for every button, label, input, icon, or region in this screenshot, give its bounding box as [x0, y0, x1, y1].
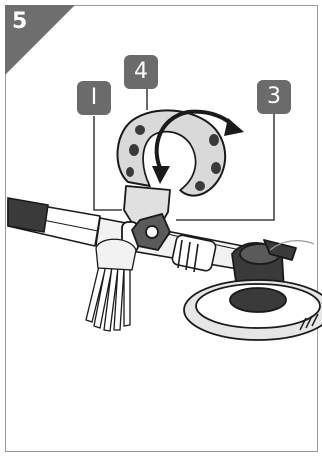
- callout-1: I: [77, 81, 111, 115]
- callout-3: 3: [257, 80, 291, 114]
- callout-4: 4: [124, 55, 158, 89]
- rear-grip: [8, 198, 48, 232]
- hanging-strap: [86, 239, 136, 331]
